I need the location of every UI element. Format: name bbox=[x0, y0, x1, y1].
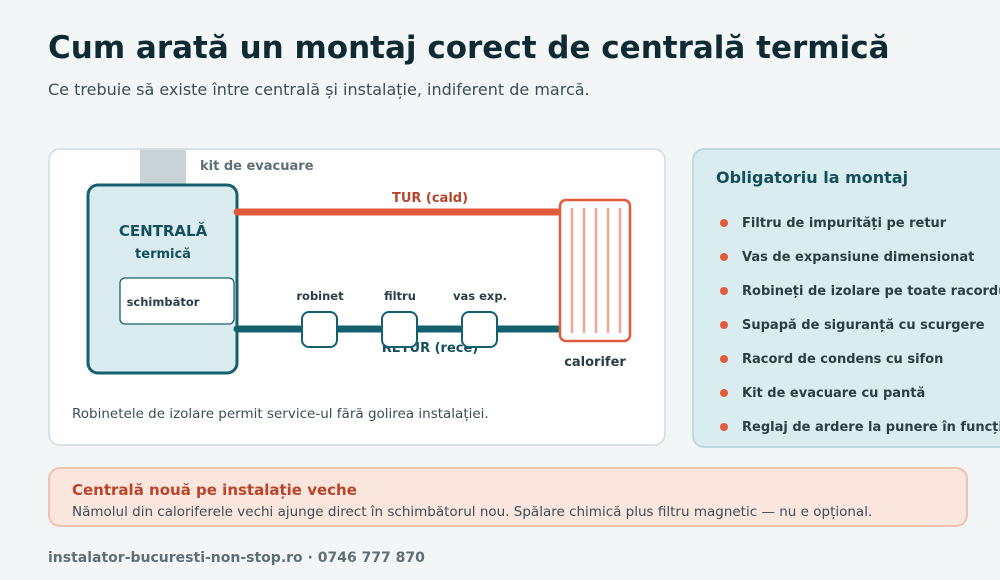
list-item: Supapă de siguranță cu scurgere bbox=[720, 308, 1000, 342]
checklist-item-label: Reglaj de ardere la punere în funcțiune bbox=[742, 419, 1000, 435]
checklist-item-label: Supapă de siguranță cu scurgere bbox=[742, 317, 985, 333]
list-item: Reglaj de ardere la punere în funcțiune bbox=[720, 410, 1000, 444]
list-item: Racord de condens cu sifon bbox=[720, 342, 1000, 376]
expansion-vessel-label: vas exp. bbox=[453, 289, 507, 303]
supply-label: TUR (cald) bbox=[392, 191, 468, 206]
exhaust-kit bbox=[140, 150, 186, 185]
bullet-icon bbox=[720, 355, 728, 363]
checklist-item-label: Filtru de impurități pe retur bbox=[742, 215, 947, 231]
valve-component bbox=[301, 311, 338, 348]
warning-title: Centrală nouă pe instalație veche bbox=[72, 481, 357, 499]
checklist: Filtru de impurități pe retur Vas de exp… bbox=[720, 206, 1000, 444]
page-subtitle: Ce trebuie să existe între centrală și i… bbox=[48, 80, 590, 99]
footer-contact: instalator-bucuresti-non-stop.ro · 0746 … bbox=[48, 550, 425, 566]
valve-label: robinet bbox=[296, 289, 344, 303]
exchanger-label: schimbător bbox=[127, 295, 200, 309]
list-item: Kit de evacuare cu pantă bbox=[720, 376, 1000, 410]
heat-exchanger bbox=[119, 277, 235, 325]
bullet-icon bbox=[720, 389, 728, 397]
radiator-label: calorifer bbox=[564, 355, 626, 370]
warning-card: Centrală nouă pe instalație veche Nămolu… bbox=[48, 467, 968, 527]
checklist-item-label: Robineți de izolare pe toate racordurile bbox=[742, 283, 1000, 299]
installation-diagram: kit de evacuare CENTRALĂ termică schimbă… bbox=[86, 150, 632, 375]
expansion-vessel-component bbox=[461, 311, 498, 348]
bullet-icon bbox=[720, 321, 728, 329]
checklist-item-label: Kit de evacuare cu pantă bbox=[742, 385, 926, 401]
filter-label: filtru bbox=[384, 289, 416, 303]
boiler-subtitle: termică bbox=[135, 247, 191, 262]
checklist-item-label: Racord de condens cu sifon bbox=[742, 351, 944, 367]
bullet-icon bbox=[720, 287, 728, 295]
bullet-icon bbox=[720, 253, 728, 261]
checklist-item-label: Vas de expansiune dimensionat bbox=[742, 249, 975, 265]
list-item: Filtru de impurități pe retur bbox=[720, 206, 1000, 240]
mandatory-checklist-card: Obligatoriu la montaj Filtru de impurită… bbox=[692, 148, 1000, 448]
bullet-icon bbox=[720, 423, 728, 431]
warning-text: Nămolul din caloriferele vechi ajunge di… bbox=[72, 504, 873, 520]
list-item: Robineți de izolare pe toate racordurile bbox=[720, 274, 1000, 308]
bullet-icon bbox=[720, 219, 728, 227]
page-title: Cum arată un montaj corect de centrală t… bbox=[48, 30, 890, 66]
checklist-title: Obligatoriu la montaj bbox=[716, 168, 909, 187]
filter-component bbox=[381, 311, 418, 348]
boiler-title: CENTRALĂ bbox=[119, 221, 208, 240]
exhaust-label: kit de evacuare bbox=[200, 159, 314, 174]
list-item: Vas de expansiune dimensionat bbox=[720, 240, 1000, 274]
diagram-note: Robinetele de izolare permit service-ul … bbox=[72, 406, 489, 422]
